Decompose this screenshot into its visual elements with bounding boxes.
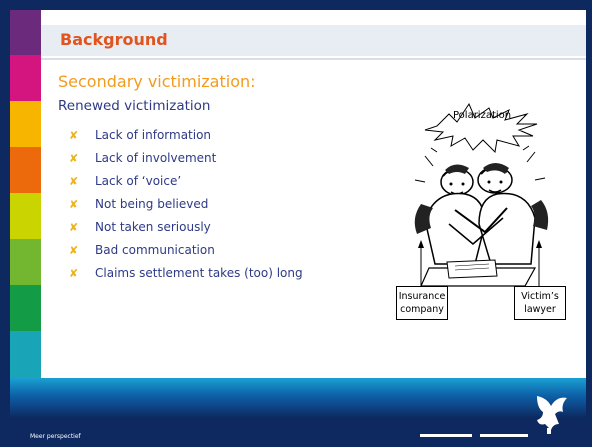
victims-lawyer-box: Victim’s lawyer bbox=[514, 286, 566, 320]
x-mark-icon: ✘ bbox=[69, 152, 79, 165]
frame-top bbox=[0, 0, 592, 10]
bullet-text: Lack of ‘voice’ bbox=[95, 174, 182, 188]
title-separator bbox=[41, 58, 586, 60]
stripe-yellow bbox=[10, 101, 41, 147]
insurance-line1: Insurance bbox=[398, 291, 446, 302]
polarization-cartoon bbox=[414, 102, 549, 287]
bullet-text: Claims settlement takes (too) long bbox=[95, 266, 303, 280]
x-mark-icon: ✘ bbox=[69, 175, 79, 188]
stripe-dark-green bbox=[10, 285, 41, 331]
university-wordmark bbox=[420, 434, 528, 437]
slide-title: Background bbox=[60, 30, 168, 49]
list-item: ✘ Lack of involvement bbox=[69, 151, 303, 174]
lawyer-line1: Victim’s bbox=[521, 291, 559, 302]
list-item: ✘ Not being believed bbox=[69, 197, 303, 220]
slide-subheading: Renewed victimization bbox=[58, 98, 211, 114]
x-mark-icon: ✘ bbox=[69, 221, 79, 234]
footer-tagline: Meer perspectief bbox=[30, 433, 81, 440]
stripe-teal bbox=[10, 331, 41, 378]
lawyer-line2: lawyer bbox=[524, 304, 556, 315]
insurance-line2: company bbox=[400, 304, 444, 315]
bullet-list: ✘ Lack of information ✘ Lack of involvemen… bbox=[69, 128, 303, 289]
list-item: ✘ Lack of information bbox=[69, 128, 303, 151]
x-mark-icon: ✘ bbox=[69, 267, 79, 280]
stripe-purple bbox=[10, 10, 41, 55]
polarization-balloon bbox=[424, 102, 538, 154]
bullet-text: Lack of information bbox=[95, 128, 212, 142]
bullet-text: Lack of involvement bbox=[95, 151, 217, 165]
list-item: ✘ Lack of ‘voice’ bbox=[69, 174, 303, 197]
stripe-magenta bbox=[10, 55, 41, 101]
bullet-text: Bad communication bbox=[95, 243, 215, 257]
stripe-lime bbox=[10, 193, 41, 239]
title-bar bbox=[41, 25, 586, 56]
slide-heading: Secondary victimization: bbox=[58, 72, 256, 91]
insurance-company-box: Insurance company bbox=[396, 286, 448, 320]
color-stripes bbox=[10, 10, 41, 378]
polarization-label: Polarization bbox=[453, 110, 512, 121]
list-item: ✘ Claims settlement takes (too) long bbox=[69, 266, 303, 289]
x-mark-icon: ✘ bbox=[69, 198, 79, 211]
griffin-logo-icon bbox=[537, 396, 567, 434]
bullet-text: Not taken seriously bbox=[95, 220, 211, 234]
x-mark-icon: ✘ bbox=[69, 129, 79, 142]
frame-left bbox=[0, 0, 10, 447]
bullet-text: Not being believed bbox=[95, 197, 209, 211]
frame-right bbox=[586, 0, 592, 447]
x-mark-icon: ✘ bbox=[69, 244, 79, 257]
stripe-green bbox=[10, 239, 41, 285]
list-item: ✘ Bad communication bbox=[69, 243, 303, 266]
stripe-orange bbox=[10, 147, 41, 193]
list-item: ✘ Not taken seriously bbox=[69, 220, 303, 243]
